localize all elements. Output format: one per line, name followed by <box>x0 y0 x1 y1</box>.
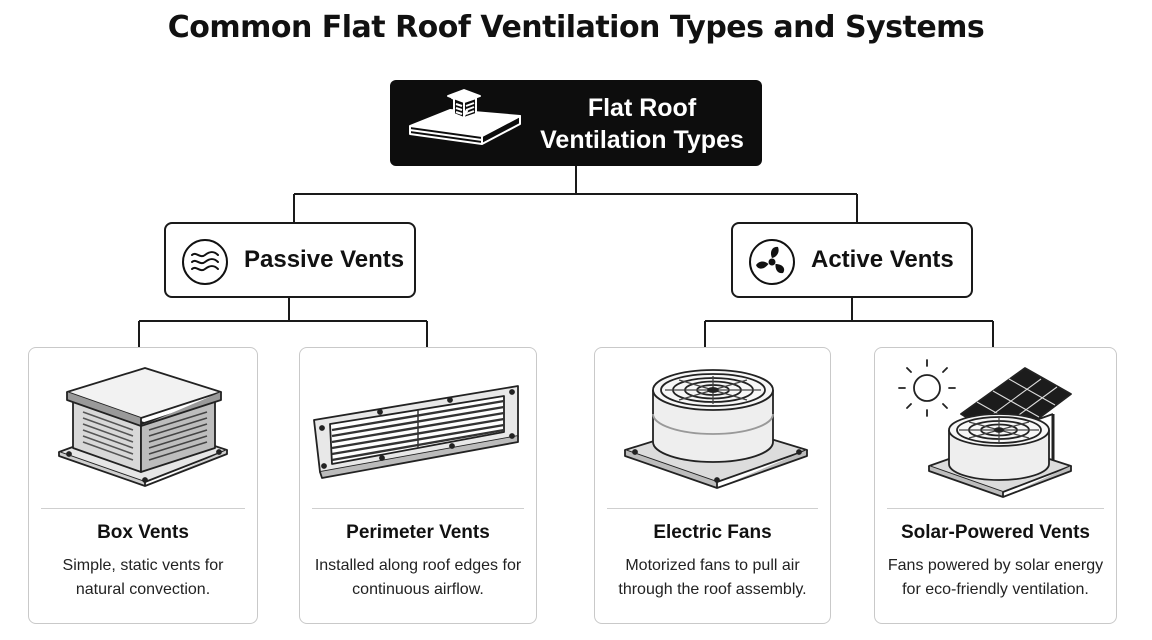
card-description: Installed along roof edges for continuou… <box>314 557 522 598</box>
perimeter-vent-icon <box>313 385 519 479</box>
card-electric-fans: Electric Fans Motorized fans to pull air… <box>594 347 831 624</box>
card-divider <box>887 508 1104 509</box>
sun-icon <box>898 359 956 417</box>
card-description: Fans powered by solar energy for eco-fri… <box>887 557 1104 598</box>
root-connector <box>293 166 858 222</box>
root-label-line2: Ventilation Types <box>540 126 744 154</box>
card-description: Motorized fans to pull air through the r… <box>618 557 807 598</box>
airflow-waves-icon <box>182 239 228 285</box>
root-label-line1: Flat Roof <box>587 94 697 122</box>
category-label: Active Vents <box>811 246 954 273</box>
card-divider <box>41 508 245 509</box>
card-divider <box>312 508 524 509</box>
active-connector <box>704 298 994 347</box>
card-title: Box Vents <box>97 522 189 543</box>
flat-roof-vent-icon <box>409 89 521 145</box>
passive-connector <box>138 298 428 347</box>
category-passive-vents: Passive Vents <box>164 222 416 298</box>
electric-fan-icon <box>624 369 808 489</box>
card-perimeter-vents: Perimeter Vents Installed along roof edg… <box>299 347 537 624</box>
card-title: Electric Fans <box>653 522 772 543</box>
category-label: Passive Vents <box>244 246 405 273</box>
fan-icon <box>749 239 795 285</box>
category-active-vents: Active Vents <box>731 222 973 298</box>
box-vent-icon <box>58 367 228 487</box>
card-solar-powered-vents: Solar-Powered Vents Fans powered by sola… <box>874 347 1117 624</box>
card-divider <box>607 508 818 509</box>
root-node: Flat Roof Ventilation Types <box>390 80 762 166</box>
page-title: Common Flat Roof Ventilation Types and S… <box>167 10 985 45</box>
card-title: Solar-Powered Vents <box>900 522 1090 543</box>
card-box-vents: Box Vents Simple, static vents for natur… <box>28 347 258 624</box>
card-description: Simple, static vents for natural convect… <box>62 557 224 598</box>
solar-vent-icon <box>898 359 1072 498</box>
card-title: Perimeter Vents <box>346 522 490 543</box>
